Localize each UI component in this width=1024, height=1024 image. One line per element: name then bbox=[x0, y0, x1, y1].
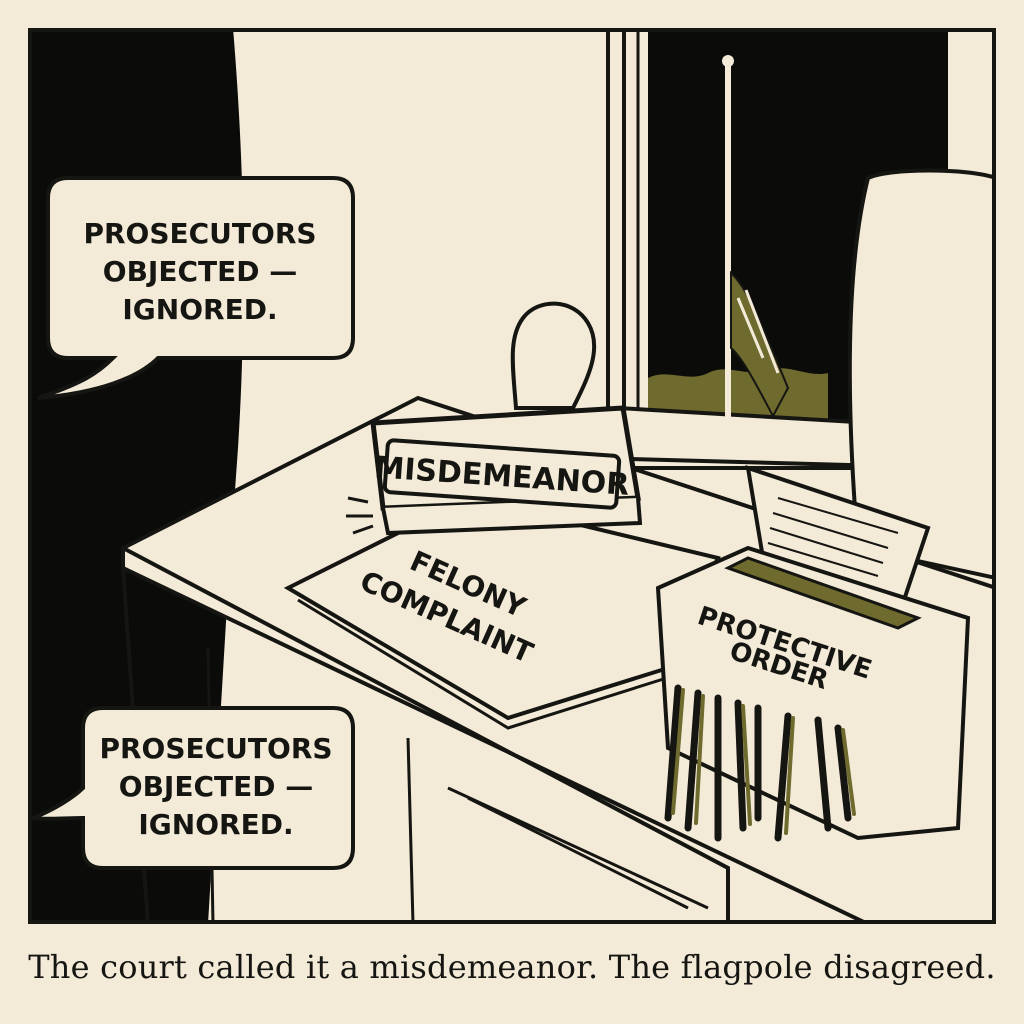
speech-bubble-bottom: PROSECUTORS OBJECTED — IGNORED. bbox=[28, 706, 355, 870]
shredder: PROTECTIVE ORDER bbox=[655, 465, 971, 842]
bubble-top-line2: OBJECTED — bbox=[103, 255, 297, 288]
bubble-bottom-line2: OBJECTED — bbox=[119, 770, 313, 803]
bubble-top-line3: IGNORED. bbox=[122, 293, 277, 326]
comic-panel: FELONY COMPLAINT MISDEMEANOR PROTECTIVE … bbox=[28, 28, 996, 924]
speech-bubble-top: PROSECUTORS OBJECTED — IGNORED. bbox=[37, 176, 355, 400]
panel-border bbox=[28, 28, 996, 924]
flagpole bbox=[722, 55, 790, 423]
stamp-handle bbox=[510, 301, 597, 410]
bubble-bottom-line1: PROSECUTORS bbox=[99, 732, 332, 765]
felony-complaint-folder: FELONY COMPLAINT bbox=[283, 495, 721, 730]
bubble-bottom-line3: IGNORED. bbox=[138, 808, 293, 841]
bubble-top-line1: PROSECUTORS bbox=[83, 217, 316, 250]
caption: The court called it a misdemeanor. The f… bbox=[28, 948, 996, 986]
misdemeanor-stamp: MISDEMEANOR bbox=[346, 301, 643, 536]
